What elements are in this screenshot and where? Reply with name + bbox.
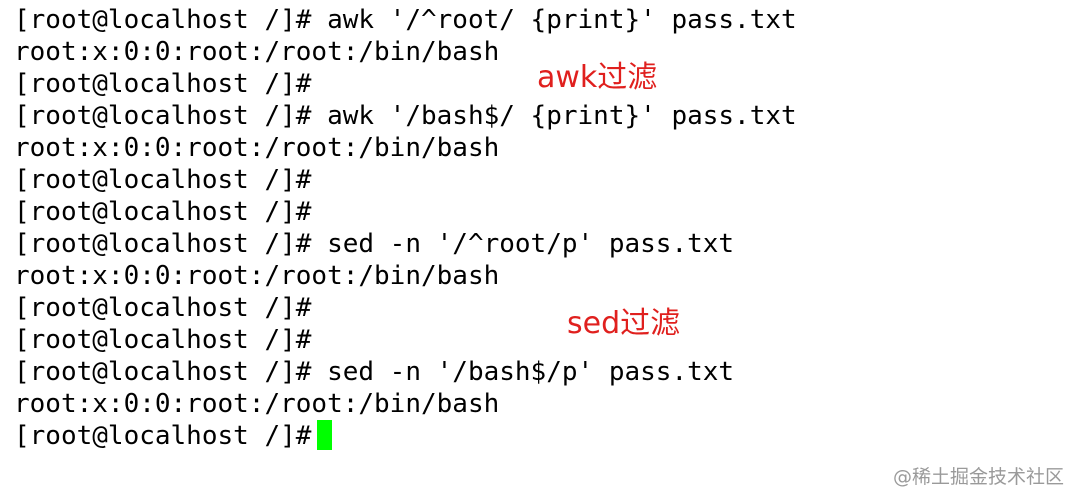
terminal-line: [root@localhost /]#	[14, 325, 312, 355]
terminal-line: root:x:0:0:root:/root:/bin/bash	[14, 133, 500, 163]
terminal-line: [root@localhost /]# awk '/^root/ {print}…	[14, 5, 797, 35]
terminal-line: [root@localhost /]#	[14, 293, 312, 323]
terminal-line: root:x:0:0:root:/root:/bin/bash	[14, 261, 500, 291]
terminal-line: root:x:0:0:root:/root:/bin/bash	[14, 37, 500, 67]
terminal-line: [root@localhost /]# sed -n '/bash$/p' pa…	[14, 357, 735, 387]
terminal-line: [root@localhost /]#	[14, 197, 312, 227]
sed-filter-annotation: sed过滤	[567, 306, 681, 341]
terminal-line: [root@localhost /]#	[14, 69, 312, 99]
terminal-cursor	[317, 420, 333, 450]
awk-filter-annotation: awk过滤	[537, 60, 658, 95]
terminal-prompt-line[interactable]: [root@localhost /]#	[14, 420, 797, 452]
terminal-line: root:x:0:0:root:/root:/bin/bash	[14, 389, 500, 419]
watermark-text: @稀土掘金技术社区	[892, 466, 1064, 488]
prompt-text: [root@localhost /]#	[14, 421, 312, 451]
terminal-output: [root@localhost /]# awk '/^root/ {print}…	[14, 4, 797, 452]
terminal-line: [root@localhost /]#	[14, 165, 312, 195]
terminal-line: [root@localhost /]# awk '/bash$/ {print}…	[14, 101, 797, 131]
terminal-line: [root@localhost /]# sed -n '/^root/p' pa…	[14, 229, 735, 259]
